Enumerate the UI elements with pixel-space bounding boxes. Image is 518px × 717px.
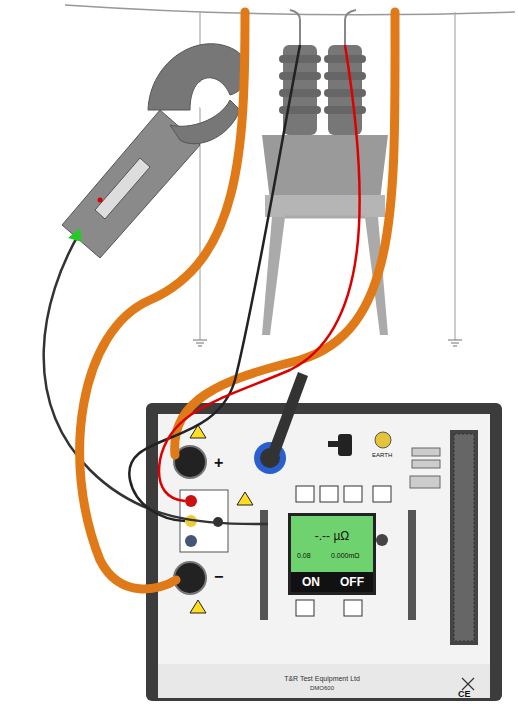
soft-key: OFF [332,572,373,592]
key-label: ON [302,576,320,588]
current-cable [80,12,245,589]
terminal-sign: + [214,455,223,471]
sense-lead [129,45,300,521]
terminal-sign: − [214,569,223,585]
circuit-breaker [262,10,388,335]
panel-marking: EARTH [372,452,392,458]
earth-drop [454,12,455,340]
display-reading: 0.000mΩ [331,552,360,559]
display-screen: -.-- µΩ 0.08 0.000mΩ ON OFF [288,513,376,595]
display-reading: -.-- µΩ [315,530,350,542]
key-label: OFF [340,576,364,588]
panel-marking: CE [458,690,471,699]
brand-text: T&R Test Equipment Ltd [284,675,360,682]
soft-key: ON [291,572,332,592]
overhead-line [65,5,515,15]
instrument-case [146,372,502,701]
current-cable [175,12,395,455]
sense-lead [159,45,360,501]
display-reading: 0.08 [297,552,311,559]
brand-text: DMO600 [310,685,334,691]
instrument-panel: T&R Test Equipment LtdDMO600 -.-- µΩ 0.08 0… [146,403,502,701]
